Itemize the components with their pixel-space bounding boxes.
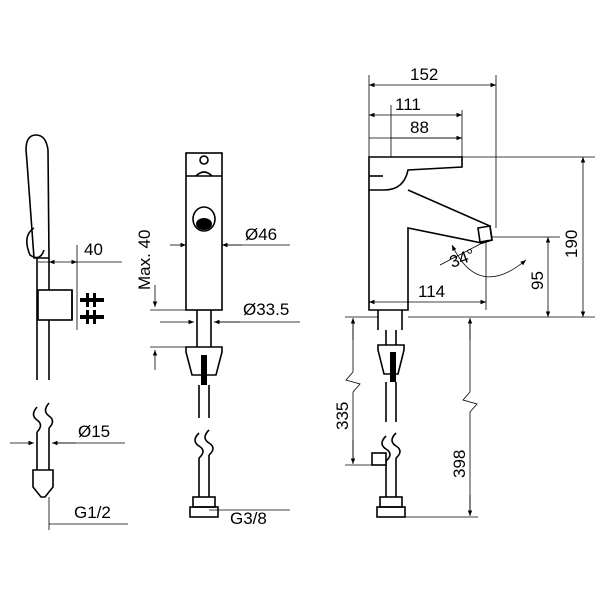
dim-111: 111: [395, 95, 421, 114]
dim-114: 114: [418, 282, 445, 301]
screw-icon: [80, 293, 104, 324]
thread-g38: G3/8: [230, 509, 267, 528]
thread-g12: G1/2: [74, 503, 111, 522]
dim-dia-33-5: Ø33.5: [243, 300, 289, 319]
dim-398: 398: [450, 450, 469, 478]
mixer-front-view: Max. 40 Ø46 Ø33.5 G3/8: [135, 152, 300, 528]
dim-152: 152: [410, 65, 438, 84]
dim-max-40: Max. 40: [135, 230, 154, 290]
dim-190: 190: [562, 230, 581, 258]
dim-95: 95: [528, 271, 547, 290]
angle-34: 34°: [447, 245, 478, 272]
hand-shower-view: 40 Ø15 G1/2: [10, 134, 128, 530]
dim-dia-15: Ø15: [78, 422, 110, 441]
dim-335: 335: [333, 402, 352, 430]
dim-88: 88: [410, 118, 429, 137]
dim-dia-46: Ø46: [245, 225, 277, 244]
mixer-side-view: 152 111 88 190 95 114 34° 335: [333, 65, 595, 518]
dim-40: 40: [84, 240, 103, 259]
